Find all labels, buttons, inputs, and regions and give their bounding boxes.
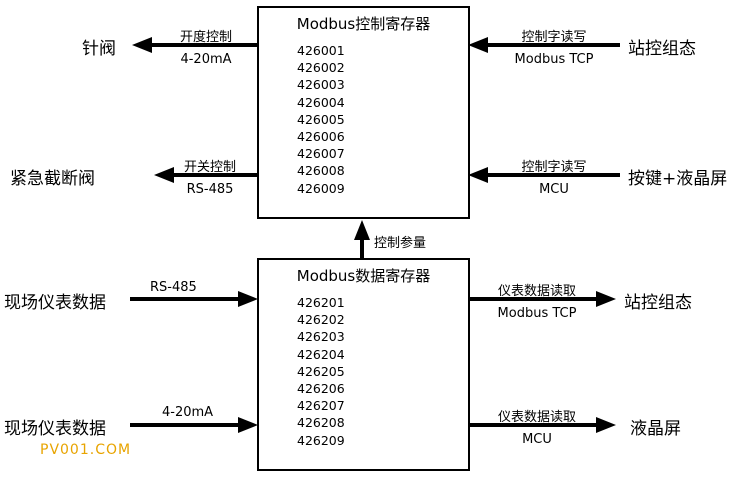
register-value: 426004	[297, 94, 345, 110]
needle-valve-signal-label: 开度控制	[179, 30, 232, 45]
needle-valve-label: 针阀	[82, 39, 116, 59]
register-value: 426208	[297, 415, 345, 431]
register-value: 426207	[297, 398, 345, 414]
lcd-out-protocol-label: MCU	[522, 432, 552, 447]
control-register-list: 426001 426002 426003 426004 426005 42600…	[297, 42, 345, 197]
station-control-out-protocol-label: Modbus TCP	[497, 306, 577, 321]
data-register-title: Modbus数据寄存器	[296, 267, 431, 285]
arrow-control-params-head	[354, 220, 370, 240]
arrow-needle-valve-head	[132, 37, 152, 53]
station-control-in-label: 站控组态	[628, 39, 696, 59]
register-value: 426206	[297, 381, 345, 397]
arrow-station-control-out-head	[596, 291, 616, 307]
field-meter-rs485-label: 现场仪表数据	[4, 293, 106, 313]
register-value: 426202	[297, 312, 345, 328]
emergency-valve-label: 紧急截断阀	[10, 169, 95, 189]
station-control-in-protocol-label: Modbus TCP	[514, 52, 594, 67]
register-value: 426007	[297, 146, 345, 162]
data-register-list: 426201 426202 426203 426204 426205 42620…	[297, 294, 345, 449]
arrow-lcd-out-head	[596, 417, 616, 433]
keypad-lcd-signal-label: 控制字读写	[521, 160, 587, 175]
register-value: 426006	[297, 129, 345, 145]
register-value: 426009	[297, 180, 345, 196]
register-value: 426008	[297, 163, 345, 179]
register-value: 426005	[297, 111, 345, 127]
station-control-out-signal-label: 仪表数据读取	[497, 284, 576, 299]
needle-valve-protocol-label: 4-20mA	[180, 52, 232, 67]
register-value: 426003	[297, 77, 345, 93]
control-register-title: Modbus控制寄存器	[296, 15, 431, 33]
register-value: 426001	[297, 43, 345, 58]
control-register-box: Modbus控制寄存器 426001 426002 426003 426004 …	[257, 6, 470, 219]
keypad-lcd-label: 按键+液晶屏	[628, 169, 728, 189]
register-value: 426201	[297, 295, 345, 310]
emergency-valve-protocol-label: RS-485	[186, 182, 234, 197]
station-control-out-label: 站控组态	[624, 293, 692, 313]
station-control-in-signal-label: 控制字读写	[521, 30, 587, 45]
register-value: 426002	[297, 60, 345, 76]
lcd-out-label: 液晶屏	[630, 419, 681, 439]
field-meter-rs485-protocol-label: RS-485	[150, 280, 197, 295]
arrow-keypad-lcd-head	[468, 167, 488, 183]
arrow-field-rs485-head	[238, 291, 258, 307]
register-value: 426209	[297, 432, 345, 448]
lcd-out-signal-label: 仪表数据读取	[497, 410, 576, 425]
arrow-emergency-valve-head	[154, 167, 174, 183]
field-meter-4-20-label: 现场仪表数据	[4, 419, 106, 439]
control-params-label: 控制参量	[374, 236, 427, 251]
keypad-lcd-protocol-label: MCU	[539, 182, 569, 197]
data-register-box: Modbus数据寄存器 426201 426202 426203 426204 …	[257, 258, 470, 471]
field-meter-4-20-signal-label: 4-20mA	[162, 405, 214, 420]
watermark: PV001.COM	[40, 442, 132, 458]
register-value: 426204	[297, 346, 345, 362]
arrow-field-4-20-head	[238, 417, 258, 433]
emergency-valve-signal-label: 开关控制	[183, 160, 236, 175]
arrow-station-control-in-head	[468, 37, 488, 53]
register-value: 426205	[297, 363, 345, 379]
register-value: 426203	[297, 329, 345, 345]
